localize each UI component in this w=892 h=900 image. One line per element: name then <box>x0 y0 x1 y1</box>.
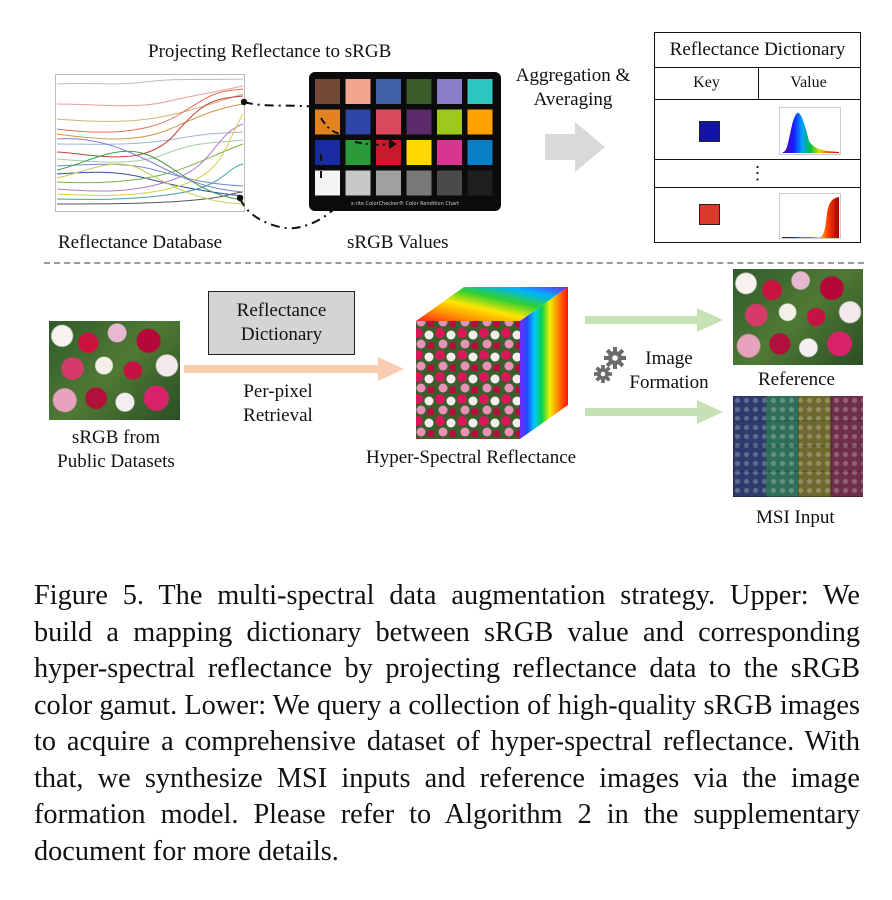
reference-label: Reference <box>758 369 835 390</box>
aggregation-label-line1: Aggregation & <box>515 65 631 86</box>
retrieval-label-line1: Per-pixel <box>243 381 313 402</box>
retrieval-label-line2: Retrieval <box>243 405 313 426</box>
hyperspectral-cube <box>416 287 568 439</box>
colorchecker-patch <box>345 170 371 196</box>
srgb-values-label: sRGB Values <box>347 232 449 253</box>
reference-image <box>733 269 863 365</box>
cube-label: Hyper-Spectral Reflectance <box>366 447 577 468</box>
srgb-dataset-label-line2: Public Datasets <box>57 451 175 472</box>
msi-input-image <box>733 396 863 497</box>
image-formation-line2: Formation <box>629 372 709 393</box>
aggregation-label-line2: Averaging <box>533 89 613 110</box>
aggregation-label: Aggregation & Averaging <box>508 64 638 112</box>
colorchecker-patch <box>406 140 432 165</box>
dictionary-title: Reflectance Dictionary <box>655 33 860 68</box>
dictionary-ellipsis: ⋮ <box>748 163 767 183</box>
projecting-label: Projecting Reflectance to sRGB <box>148 41 392 62</box>
gears-icon <box>594 347 626 383</box>
reference-arrow <box>585 308 723 332</box>
colorchecker-patch <box>406 170 432 196</box>
blue-spectrum-value <box>779 107 841 155</box>
dictionary-key-swatch <box>699 121 720 142</box>
colorchecker-patch <box>315 79 340 104</box>
reflectance-dictionary-table: Reflectance Dictionary Key Value ⋮ <box>654 32 861 243</box>
row-line <box>655 187 860 188</box>
reflectance-database-plot <box>55 74 245 212</box>
colorchecker-patch <box>345 109 371 135</box>
red-spectrum-value <box>779 193 841 239</box>
header-line <box>655 99 860 100</box>
colorchecker-patch <box>376 170 401 196</box>
colorchecker-patch <box>437 140 462 165</box>
image-formation-line1: Image <box>645 348 693 369</box>
srgb-dataset-label-line1: sRGB from <box>71 427 161 448</box>
colorchecker-patch <box>437 109 462 135</box>
colorchecker-patch <box>437 170 462 196</box>
colorchecker-patch <box>467 140 493 165</box>
dictionary-box-line1: Reflectance <box>236 300 327 321</box>
colorchecker-patch <box>467 109 493 135</box>
header-divider <box>758 67 759 99</box>
colorchecker-patch <box>345 79 371 104</box>
colorchecker-patch <box>376 79 401 104</box>
colorchecker-patch <box>467 79 493 104</box>
colorchecker-patch <box>406 109 432 135</box>
row-line <box>655 159 860 160</box>
colorchecker-patch <box>406 79 432 104</box>
colorchecker-patch <box>437 79 462 104</box>
dictionary-key-swatch <box>699 204 720 225</box>
msi-input-label: MSI Input <box>756 507 835 528</box>
aggregation-arrow <box>545 122 605 172</box>
retrieval-label: Per-pixel Retrieval <box>218 380 338 428</box>
image-formation-label: Image Formation <box>622 347 716 395</box>
colorchecker-patch <box>315 109 340 135</box>
colorchecker-chart: x·rite ColorChecker® Color Rendition Cha… <box>309 72 501 211</box>
section-separator <box>44 262 864 264</box>
colorchecker-patch <box>376 109 401 135</box>
colorchecker-patch <box>376 140 401 165</box>
msi-arrow <box>585 400 723 424</box>
dictionary-value-header: Value <box>790 74 827 91</box>
colorchecker-fine-print: x·rite ColorChecker® Color Rendition Cha… <box>351 200 459 207</box>
colorchecker-patch <box>467 170 493 196</box>
retrieval-arrow <box>184 357 404 381</box>
figure-caption: Figure 5. The multi-spectral data augmen… <box>34 578 860 870</box>
srgb-input-image <box>49 321 180 420</box>
dictionary-box-line2: Dictionary <box>240 324 323 345</box>
colorchecker-patch <box>315 140 340 165</box>
caption-text: Figure 5. The multi-spectral data augmen… <box>34 580 860 867</box>
dictionary-key-header: Key <box>693 74 720 91</box>
srgb-dataset-label: sRGB from Public Datasets <box>44 426 188 474</box>
reflectance-dictionary-box: Reflectance Dictionary <box>208 291 355 355</box>
colorchecker-patch <box>315 170 340 196</box>
reflectance-database-label: Reflectance Database <box>58 232 223 253</box>
